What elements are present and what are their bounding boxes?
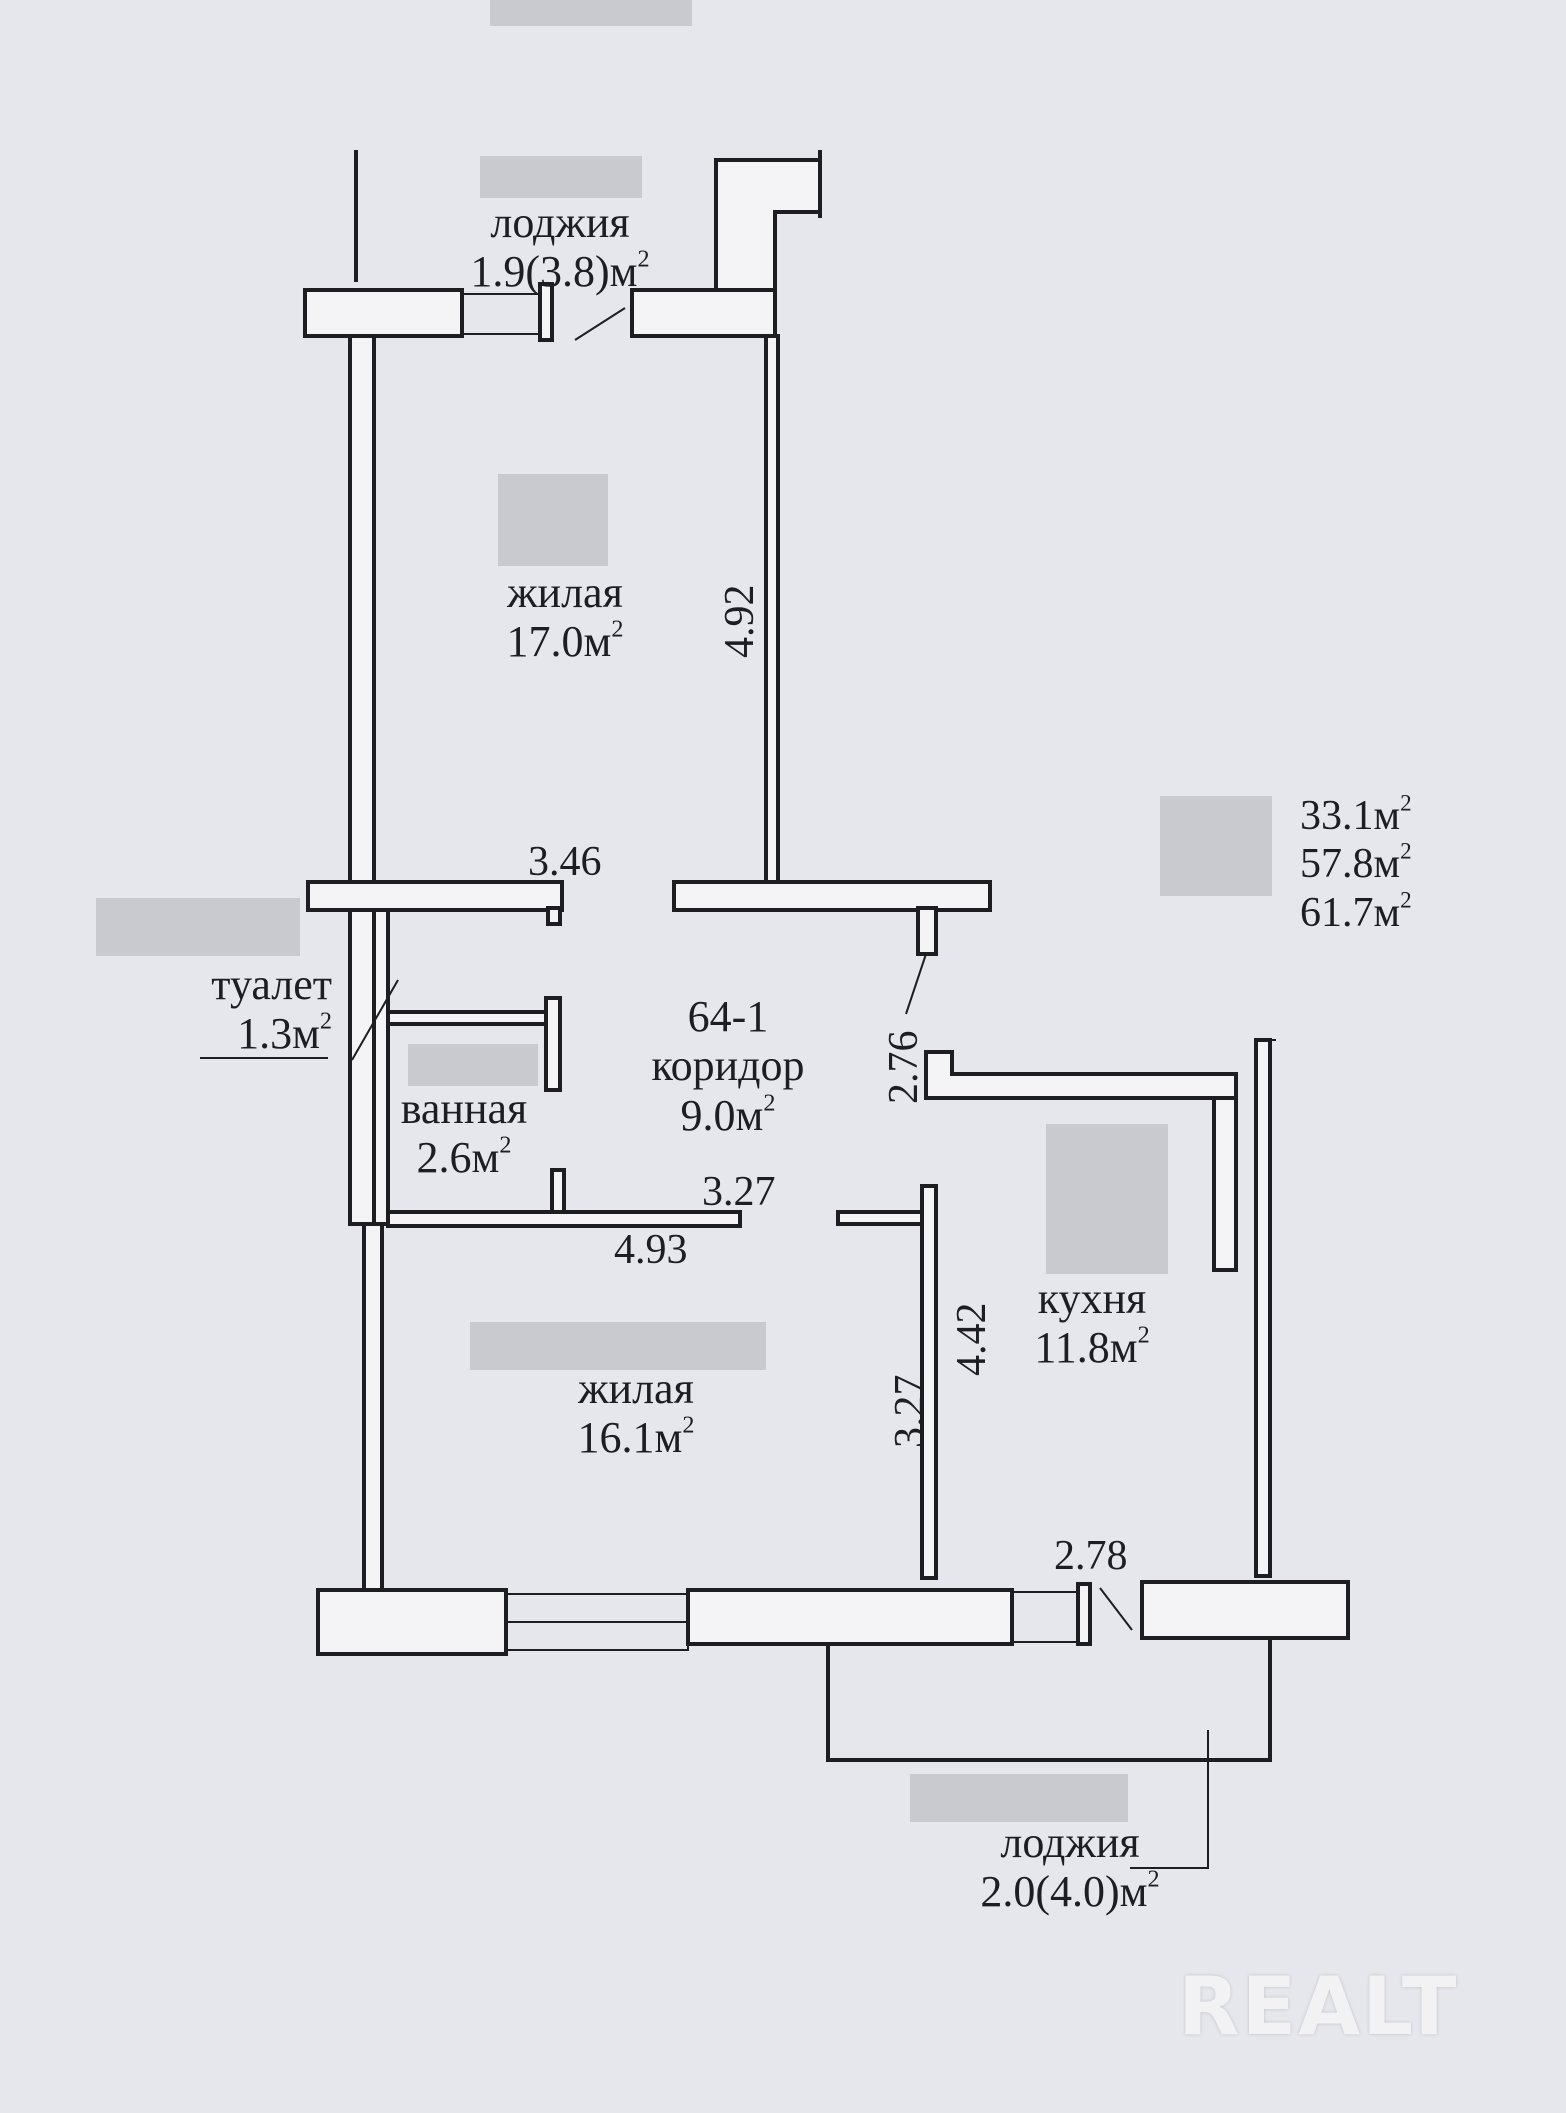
- room-area: 9.0м2: [680, 1089, 776, 1140]
- room-kitchen: кухня 11.8м2: [1034, 1274, 1149, 1373]
- room-area: 2.6м2: [416, 1131, 512, 1183]
- redaction-block: [1046, 1124, 1168, 1274]
- room-name: жилая: [578, 1364, 694, 1413]
- wall-mid-right: [672, 880, 992, 912]
- room-code: 64-1: [687, 992, 769, 1041]
- room-name: коридор: [651, 1041, 805, 1091]
- dimension-kitchen-width: 2.78: [1054, 1533, 1128, 1579]
- room-name: ванная: [400, 1084, 528, 1133]
- wall-bottom-right: [1140, 1580, 1350, 1640]
- room-living-bottom: жилая 16.1м2: [578, 1364, 695, 1463]
- area-totals: 33.1м2 57.8м2 61.7м2: [1300, 789, 1412, 937]
- door-bottom: [1076, 1582, 1092, 1646]
- room-area: 2.0(4.0)м2: [980, 1865, 1160, 1917]
- room-name: туалет: [211, 960, 332, 1009]
- dimension-living-top-depth: 4.92: [717, 584, 763, 659]
- toilet-door: [351, 979, 399, 1061]
- room-loggia-top: лоджия 1.9(3.8)м2: [470, 198, 649, 297]
- wall-mid-left: [306, 880, 564, 912]
- door-bath-bottom: [550, 1168, 566, 1214]
- redaction-block: [480, 156, 642, 198]
- dimension-living-bottom-width: 4.93: [614, 1227, 688, 1273]
- room-bath: ванная 2.6м2: [401, 1084, 528, 1183]
- wall-top-middle: [630, 288, 777, 338]
- room-name: жилая: [507, 568, 623, 617]
- loggia-bottom-leader: [1130, 1730, 1209, 1869]
- dimension-living-bottom-depth-b: 4.42: [949, 1302, 995, 1377]
- door-stub-corridor: [916, 906, 938, 956]
- room-living-top: жилая 17.0м2: [507, 568, 624, 667]
- total-area: 57.8м2: [1300, 837, 1412, 888]
- room-toilet: туалет 1.3м2: [186, 960, 332, 1059]
- redaction-block: [1160, 796, 1272, 896]
- wall-kitchen-niche: [1212, 1096, 1238, 1272]
- room-area: 1.9(3.8)м2: [470, 245, 650, 297]
- wall-living-top-right: [764, 334, 780, 890]
- redaction-block: [470, 1322, 766, 1370]
- room-loggia-bottom: лоджия 2.0(4.0)м2: [980, 1818, 1159, 1917]
- dimension-corridor-width: 2.76: [881, 1030, 927, 1105]
- redaction-block: [490, 0, 692, 26]
- total-area-with-loggias: 61.7м2: [1300, 886, 1412, 936]
- dimension-living-top-width: 3.46: [528, 839, 602, 885]
- watermark-logo: REALT: [1178, 1960, 1459, 2053]
- wall-bottom-left: [316, 1588, 508, 1656]
- redaction-block: [498, 474, 608, 566]
- total-living-area: 33.1м2: [1300, 789, 1412, 839]
- dimension-bath-corridor-width: 3.27: [702, 1169, 776, 1215]
- window-top: [461, 293, 543, 335]
- room-area: 16.1м2: [577, 1411, 695, 1463]
- wall-left-lower: [362, 1222, 384, 1598]
- loggia-bottom-outline: [826, 1640, 1272, 1762]
- door-top: [538, 282, 554, 342]
- door-swing-top: [574, 307, 626, 341]
- wall-kitchen-top: [924, 1050, 1238, 1100]
- room-area: 17.0м2: [506, 615, 624, 667]
- wall-left-upper: [348, 334, 376, 1226]
- wall-top-horizontal: [303, 288, 464, 338]
- redaction-block: [408, 1044, 538, 1086]
- wall-bathroom-right-stub: [836, 1210, 930, 1226]
- dimension-living-bottom-depth-a: 3.27: [887, 1374, 933, 1449]
- leader-corridor: [905, 953, 927, 1015]
- wall-partition-living: [920, 1184, 938, 1580]
- door-swing-bottom: [1099, 1587, 1133, 1631]
- room-area: 11.8м2: [1034, 1321, 1150, 1373]
- wall-toilet-left: [372, 908, 390, 1226]
- door-bath-top: [544, 996, 562, 1092]
- wall-kitchen-right: [1254, 1038, 1272, 1578]
- wall-bath-bottom: [386, 1210, 742, 1228]
- door-stub-mid: [546, 906, 562, 926]
- wall-bottom-middle: [686, 1588, 1014, 1646]
- window-bottom-right: [1011, 1591, 1083, 1643]
- room-corridor: 64-1 коридор 9.0м2: [651, 992, 804, 1140]
- room-name: лоджия: [1000, 1818, 1140, 1867]
- redaction-block: [96, 898, 300, 956]
- room-name: кухня: [1037, 1274, 1147, 1323]
- wall-bath-top: [386, 1010, 550, 1026]
- room-name: лоджия: [490, 198, 630, 247]
- room-area: 1.3м2: [237, 1007, 332, 1059]
- redaction-block: [910, 1774, 1128, 1822]
